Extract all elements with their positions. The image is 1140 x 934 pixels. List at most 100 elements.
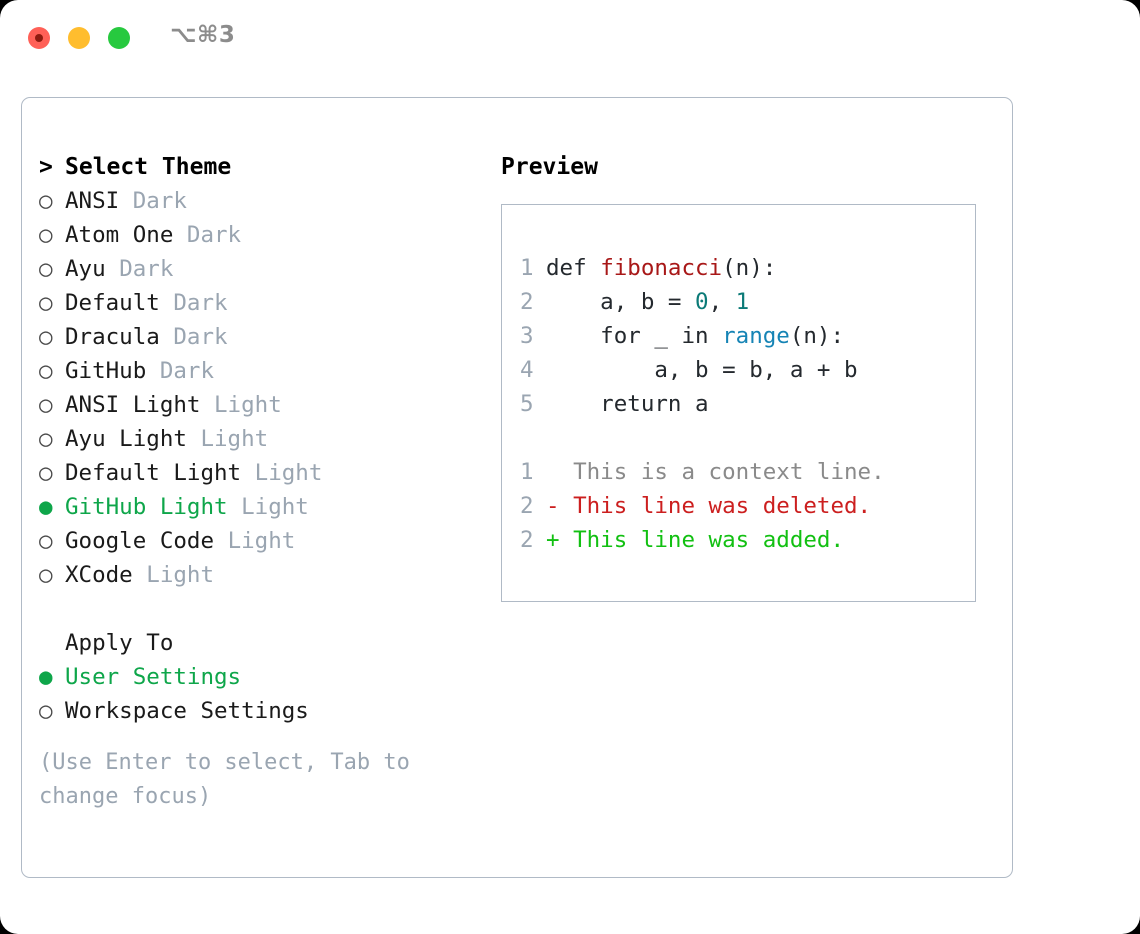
radio-unselected-icon: ○ <box>39 358 53 384</box>
theme-list-item[interactable]: ○Ayu Light Light <box>39 422 494 456</box>
radio-unselected-icon: ○ <box>39 392 53 418</box>
theme-list-item[interactable]: ○ Google Code Light <box>39 524 494 558</box>
theme-variant-label: Light <box>214 392 282 418</box>
code-token-num: 0 <box>695 289 709 315</box>
code-token-call: range <box>722 323 790 349</box>
theme-name-label: XCode <box>65 562 147 588</box>
diff-line: 2 - This line was deleted. <box>520 489 975 523</box>
apply-to-header-label: Apply To <box>65 630 174 656</box>
code-token-func: fibonacci <box>600 255 723 281</box>
apply-to-option-label: Workspace Settings <box>65 698 309 724</box>
theme-name-label: GitHub <box>65 358 160 384</box>
keyboard-shortcut-label: ⌥⌘3 <box>170 22 236 48</box>
theme-list-item[interactable]: ○ ANSI Light Light <box>39 388 494 422</box>
theme-list-item[interactable]: ○Default Light Light <box>39 456 494 490</box>
diff-sample: 1 This is a context line. 2 - This line wa… <box>520 455 975 557</box>
code-token-plain: for _ in <box>546 323 723 349</box>
diff-line-number: 1 <box>520 459 534 485</box>
section-spacer <box>39 592 494 626</box>
code-line: 2 a, b = 0, 1 <box>520 285 975 319</box>
code-token-plain: def <box>546 255 601 281</box>
radio-unselected-icon: ○ <box>39 562 53 588</box>
theme-list-item[interactable]: ○XCode Light <box>39 558 494 592</box>
theme-selector-column: >Select Theme ○ANSI Dark○Atom One Dark○A… <box>39 150 494 814</box>
apply-to-option[interactable]: ○ Workspace Settings <box>39 694 494 728</box>
radio-unselected-icon: ○ <box>39 460 53 486</box>
code-token-plain: , <box>708 289 736 315</box>
theme-name-label: Default <box>65 290 174 316</box>
radio-unselected-icon: ○ <box>39 256 53 282</box>
close-icon <box>35 34 43 42</box>
theme-list-item[interactable]: ○ Dracula Dark <box>39 320 494 354</box>
radio-selected-icon: ● <box>39 494 53 520</box>
theme-variant-label: Dark <box>132 188 187 214</box>
code-token-num: 1 <box>735 289 750 315</box>
theme-variant-label: Dark <box>186 222 242 248</box>
code-token-plain: a, b = <box>546 289 696 315</box>
theme-variant-label: Light <box>254 460 323 486</box>
close-button[interactable] <box>28 27 50 49</box>
theme-variant-label: Dark <box>173 290 228 316</box>
code-line-number: 2 <box>520 289 534 315</box>
radio-unselected-icon: ○ <box>39 290 53 316</box>
theme-list-item[interactable]: ○ANSI Dark <box>39 184 494 218</box>
theme-name-label: ANSI <box>65 188 133 214</box>
apply-to-header-gutter <box>39 626 65 660</box>
radio-selected-icon: ● <box>39 664 53 690</box>
theme-name-label: Ayu <box>65 256 120 282</box>
theme-list-item[interactable]: ○ Ayu Dark <box>39 252 494 286</box>
select-theme-header: > Select Theme <box>39 150 494 184</box>
minimize-button[interactable] <box>68 27 90 49</box>
theme-name-label: Google Code <box>65 528 228 554</box>
code-line: 3 for _ in range(n): <box>520 319 975 353</box>
code-token-plain: (n): <box>789 323 845 349</box>
apply-to-option[interactable]: ● User Settings <box>39 660 494 694</box>
apply-to-header: Apply To <box>39 626 494 660</box>
code-token-plain: return a <box>546 391 709 417</box>
theme-name-label: Ayu Light <box>65 426 201 452</box>
theme-variant-label: Light <box>200 426 269 452</box>
code-line-number: 3 <box>520 323 534 349</box>
diff-line-number: 2 <box>520 527 534 553</box>
theme-list: ○ANSI Dark○Atom One Dark○Ayu Dark○Defaul… <box>39 184 494 592</box>
content-panel: >Select Theme ○ANSI Dark○Atom One Dark○A… <box>21 97 1013 878</box>
radio-unselected-icon: ○ <box>39 528 53 554</box>
theme-name-label: ANSI Light <box>65 392 215 418</box>
select-theme-header-label: Select Theme <box>65 154 232 180</box>
theme-variant-label: Dark <box>173 324 228 350</box>
theme-name-label: Dracula <box>65 324 174 350</box>
radio-unselected-icon: ○ <box>39 324 53 350</box>
radio-unselected-icon: ○ <box>39 222 53 248</box>
diff-line-text: + This line was added. <box>546 527 845 553</box>
code-line-number: 5 <box>520 391 534 417</box>
diff-line: 2 + This line was added. <box>520 523 975 557</box>
code-line-number: 4 <box>520 357 534 383</box>
theme-name-label: Atom One <box>65 222 187 248</box>
diff-line-text: This is a context line. <box>546 459 885 485</box>
theme-list-item[interactable]: ○GitHub Dark <box>39 354 494 388</box>
theme-list-item[interactable]: ○ Default Dark <box>39 286 494 320</box>
code-token-plain: a, b = b, a + b <box>546 357 858 383</box>
apply-to-option-label: User Settings <box>65 664 242 690</box>
code-diff-spacer <box>520 421 975 455</box>
theme-variant-label: Dark <box>119 256 174 282</box>
radio-unselected-icon: ○ <box>39 698 53 724</box>
code-line: 4 a, b = b, a + b <box>520 353 975 387</box>
keyboard-hint-text: (Use Enter to select, Tab to change focu… <box>39 750 410 809</box>
theme-variant-label: Light <box>241 494 309 520</box>
apply-to-list: ● User Settings ○ Workspace Settings <box>39 660 494 728</box>
diff-line-text: - This line was deleted. <box>546 493 872 519</box>
theme-list-item[interactable]: ○ Atom One Dark <box>39 218 494 252</box>
preview-title: Preview <box>501 154 598 180</box>
diff-line: 1 This is a context line. <box>520 455 975 489</box>
maximize-button[interactable] <box>108 27 130 49</box>
theme-variant-label: Light <box>227 528 296 554</box>
cursor-caret-icon: > <box>39 154 53 180</box>
theme-list-item[interactable]: ●GitHub Light Light <box>39 490 494 524</box>
diff-line-number: 2 <box>520 493 534 519</box>
